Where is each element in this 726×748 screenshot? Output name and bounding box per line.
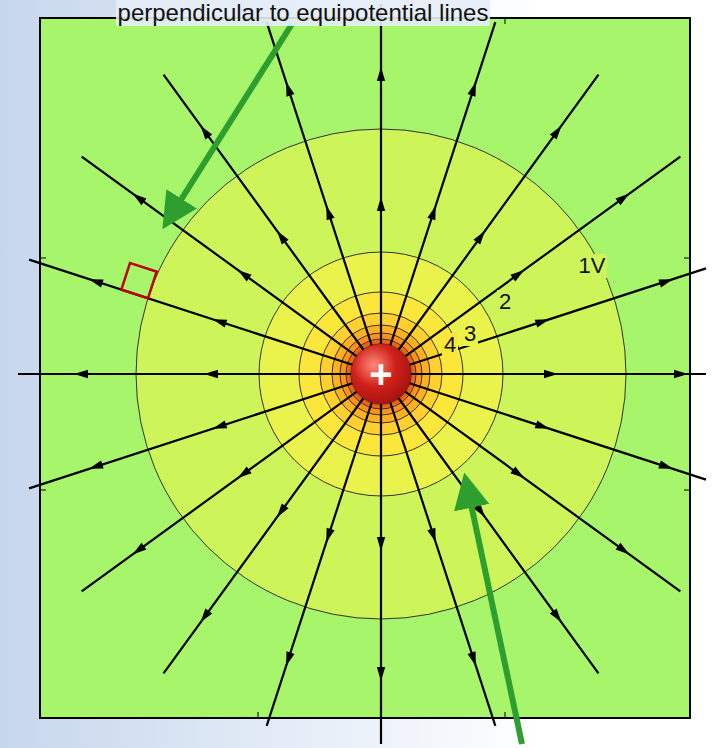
field-arrowhead [286, 651, 294, 666]
field-line [29, 383, 352, 488]
field-arrowhead [213, 319, 228, 327]
equipotential-line [340, 333, 422, 415]
field-arrowhead [238, 466, 252, 478]
field-arrowhead [535, 420, 550, 428]
field-arrowhead [550, 126, 562, 140]
field-arrowhead [277, 231, 289, 245]
field-line [399, 75, 599, 350]
field-arrowhead [201, 126, 213, 140]
field-arrowhead [658, 279, 673, 287]
field-arrowhead [658, 461, 673, 469]
positive-charge: + [351, 344, 411, 404]
potential-value: 4 [442, 333, 458, 357]
equipotential-line [346, 339, 416, 409]
field-arrowhead [204, 370, 218, 378]
field-arrowhead [286, 82, 294, 97]
axis-ticks [40, 18, 690, 718]
field-arrowhead [326, 528, 334, 543]
field-arrowhead [377, 197, 385, 211]
callout-arrow [468, 490, 522, 744]
field-arrowhead [133, 194, 147, 206]
field-arrowhead [550, 609, 562, 623]
plot-area [40, 18, 690, 718]
field-line [410, 268, 706, 364]
field-arrowhead [377, 67, 385, 81]
field-arrowhead [616, 543, 630, 555]
field-arrowhead [133, 543, 147, 555]
field-arrowhead [89, 279, 104, 287]
field-line [29, 260, 352, 365]
field-arrowhead [468, 651, 476, 666]
field-line [405, 392, 680, 592]
field-line [390, 403, 495, 726]
field-line [410, 383, 706, 479]
field-arrowhead [89, 461, 104, 469]
field-arrowhead [238, 270, 252, 282]
field-arrowhead [377, 667, 385, 681]
potential-value: 2 [497, 290, 513, 314]
field-line [18, 373, 351, 375]
callout-arrow [172, 24, 292, 214]
field-line [411, 373, 706, 375]
field-line [380, 404, 382, 744]
field-arrowhead [326, 206, 334, 221]
field-arrowhead [510, 270, 524, 282]
field-arrowhead [544, 370, 558, 378]
field-arrowhead [427, 206, 435, 221]
field-arrowhead [377, 537, 385, 551]
field-arrowhead [468, 82, 476, 97]
field-arrowhead [473, 231, 485, 245]
field-arrowhead [277, 503, 289, 517]
field-line [164, 398, 364, 673]
field-arrowhead [674, 370, 688, 378]
right-angle-marker [121, 263, 156, 298]
field-arrowhead [74, 370, 88, 378]
field-line [380, 4, 382, 344]
field-line [82, 157, 357, 357]
potential-value: 3 [462, 322, 478, 346]
field-line [405, 157, 680, 357]
field-arrowhead [427, 528, 435, 543]
field-line [267, 403, 372, 726]
equipotential-line [351, 344, 411, 404]
equipotential-line [136, 129, 626, 619]
field-arrowhead [201, 609, 213, 623]
field-arrowhead [510, 466, 524, 478]
potential-value: 1V [577, 254, 608, 278]
field-line [267, 22, 372, 345]
field-arrowhead [535, 319, 550, 327]
field-line [82, 392, 357, 592]
charge-sign: + [369, 354, 392, 394]
plot-frame [40, 18, 690, 718]
callout-text: perpendicular to equipotential lines [116, 0, 491, 26]
field-arrowhead [213, 420, 228, 428]
field-line [390, 22, 495, 345]
field-arrowhead [616, 194, 630, 206]
field-line [164, 75, 364, 350]
